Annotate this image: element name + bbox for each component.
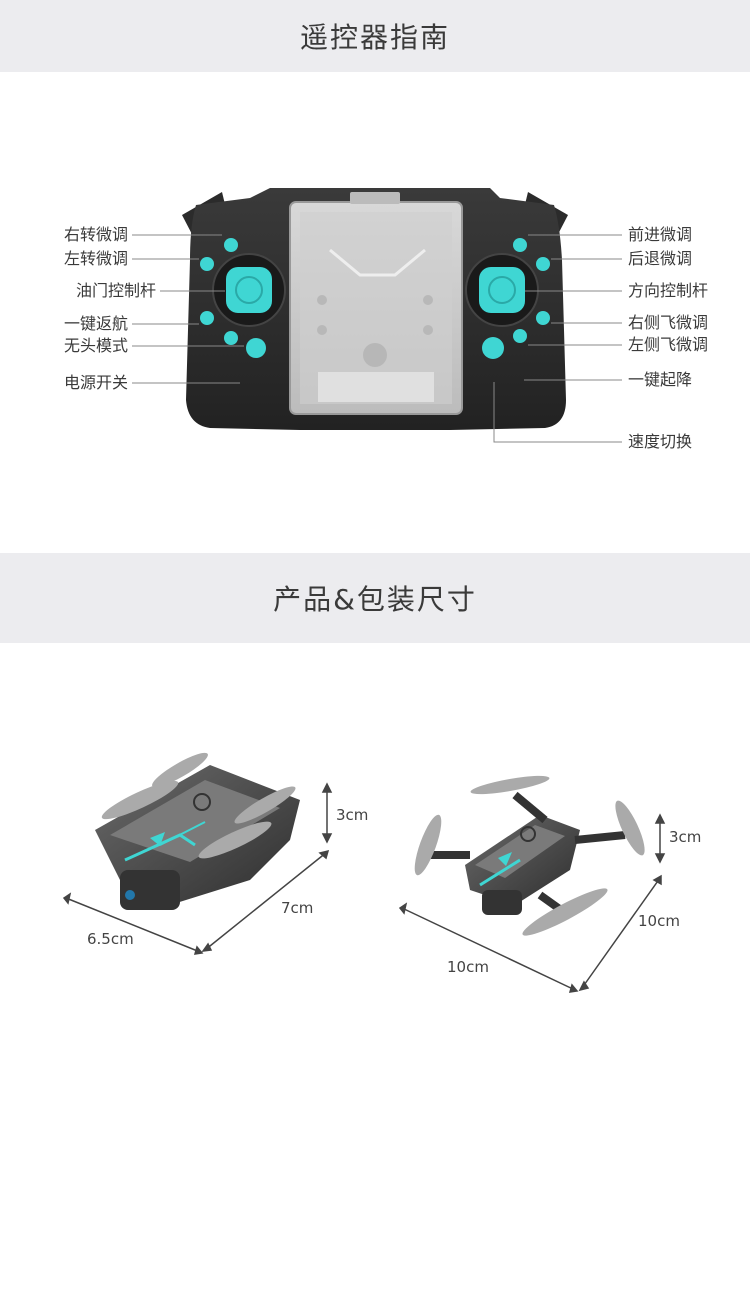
section-header-size: 产品&包装尺寸 bbox=[0, 553, 750, 643]
one-key-return-button bbox=[200, 311, 214, 325]
label-headless-mode: 无头模式 bbox=[63, 336, 128, 355]
folded-width-label: 6.5cm bbox=[87, 930, 134, 948]
right-side-trim-button bbox=[536, 311, 550, 325]
forward-trim-button bbox=[513, 238, 527, 252]
section-title-remote: 遥控器指南 bbox=[299, 21, 450, 54]
unfolded-width-label: 10cm bbox=[447, 958, 489, 976]
remote-controller-illustration bbox=[132, 188, 622, 443]
backward-trim-button bbox=[536, 257, 550, 271]
unfolded-length-label: 10cm bbox=[638, 912, 680, 930]
label-left-turn-trim: 左转微调 bbox=[63, 249, 128, 268]
label-one-key-return: 一键返航 bbox=[63, 314, 128, 333]
folded-drone-image bbox=[95, 752, 300, 910]
headless-mode-button bbox=[224, 331, 238, 345]
label-right-turn-trim: 右转微调 bbox=[63, 225, 128, 244]
folded-height-label: 3cm bbox=[336, 806, 369, 824]
label-speed-switch: 速度切换 bbox=[628, 432, 693, 451]
left-side-trim-button bbox=[513, 329, 527, 343]
label-power-switch: 电源开关 bbox=[63, 373, 128, 392]
section-title-size: 产品&包装尺寸 bbox=[273, 583, 477, 616]
takeoff-landing-button bbox=[482, 337, 504, 359]
label-throttle-stick: 油门控制杆 bbox=[75, 281, 156, 300]
folded-length-label: 7cm bbox=[281, 899, 314, 917]
label-direction-stick: 方向控制杆 bbox=[628, 281, 709, 300]
label-right-side-trim: 右侧飞微调 bbox=[628, 313, 709, 332]
label-left-side-trim: 左侧飞微调 bbox=[628, 335, 709, 354]
power-button bbox=[246, 338, 266, 358]
unfolded-drone-image bbox=[414, 775, 645, 936]
label-backward-trim: 后退微调 bbox=[628, 249, 693, 268]
right-turn-trim-button bbox=[224, 238, 238, 252]
left-turn-trim-button bbox=[200, 257, 214, 271]
unfolded-height-label: 3cm bbox=[669, 828, 702, 846]
throttle-stick bbox=[226, 267, 272, 313]
label-forward-trim: 前进微调 bbox=[628, 225, 693, 244]
label-one-key-takeoff-landing: 一键起降 bbox=[628, 370, 693, 389]
section-header-remote: 遥控器指南 bbox=[0, 0, 750, 72]
direction-stick bbox=[479, 267, 525, 313]
